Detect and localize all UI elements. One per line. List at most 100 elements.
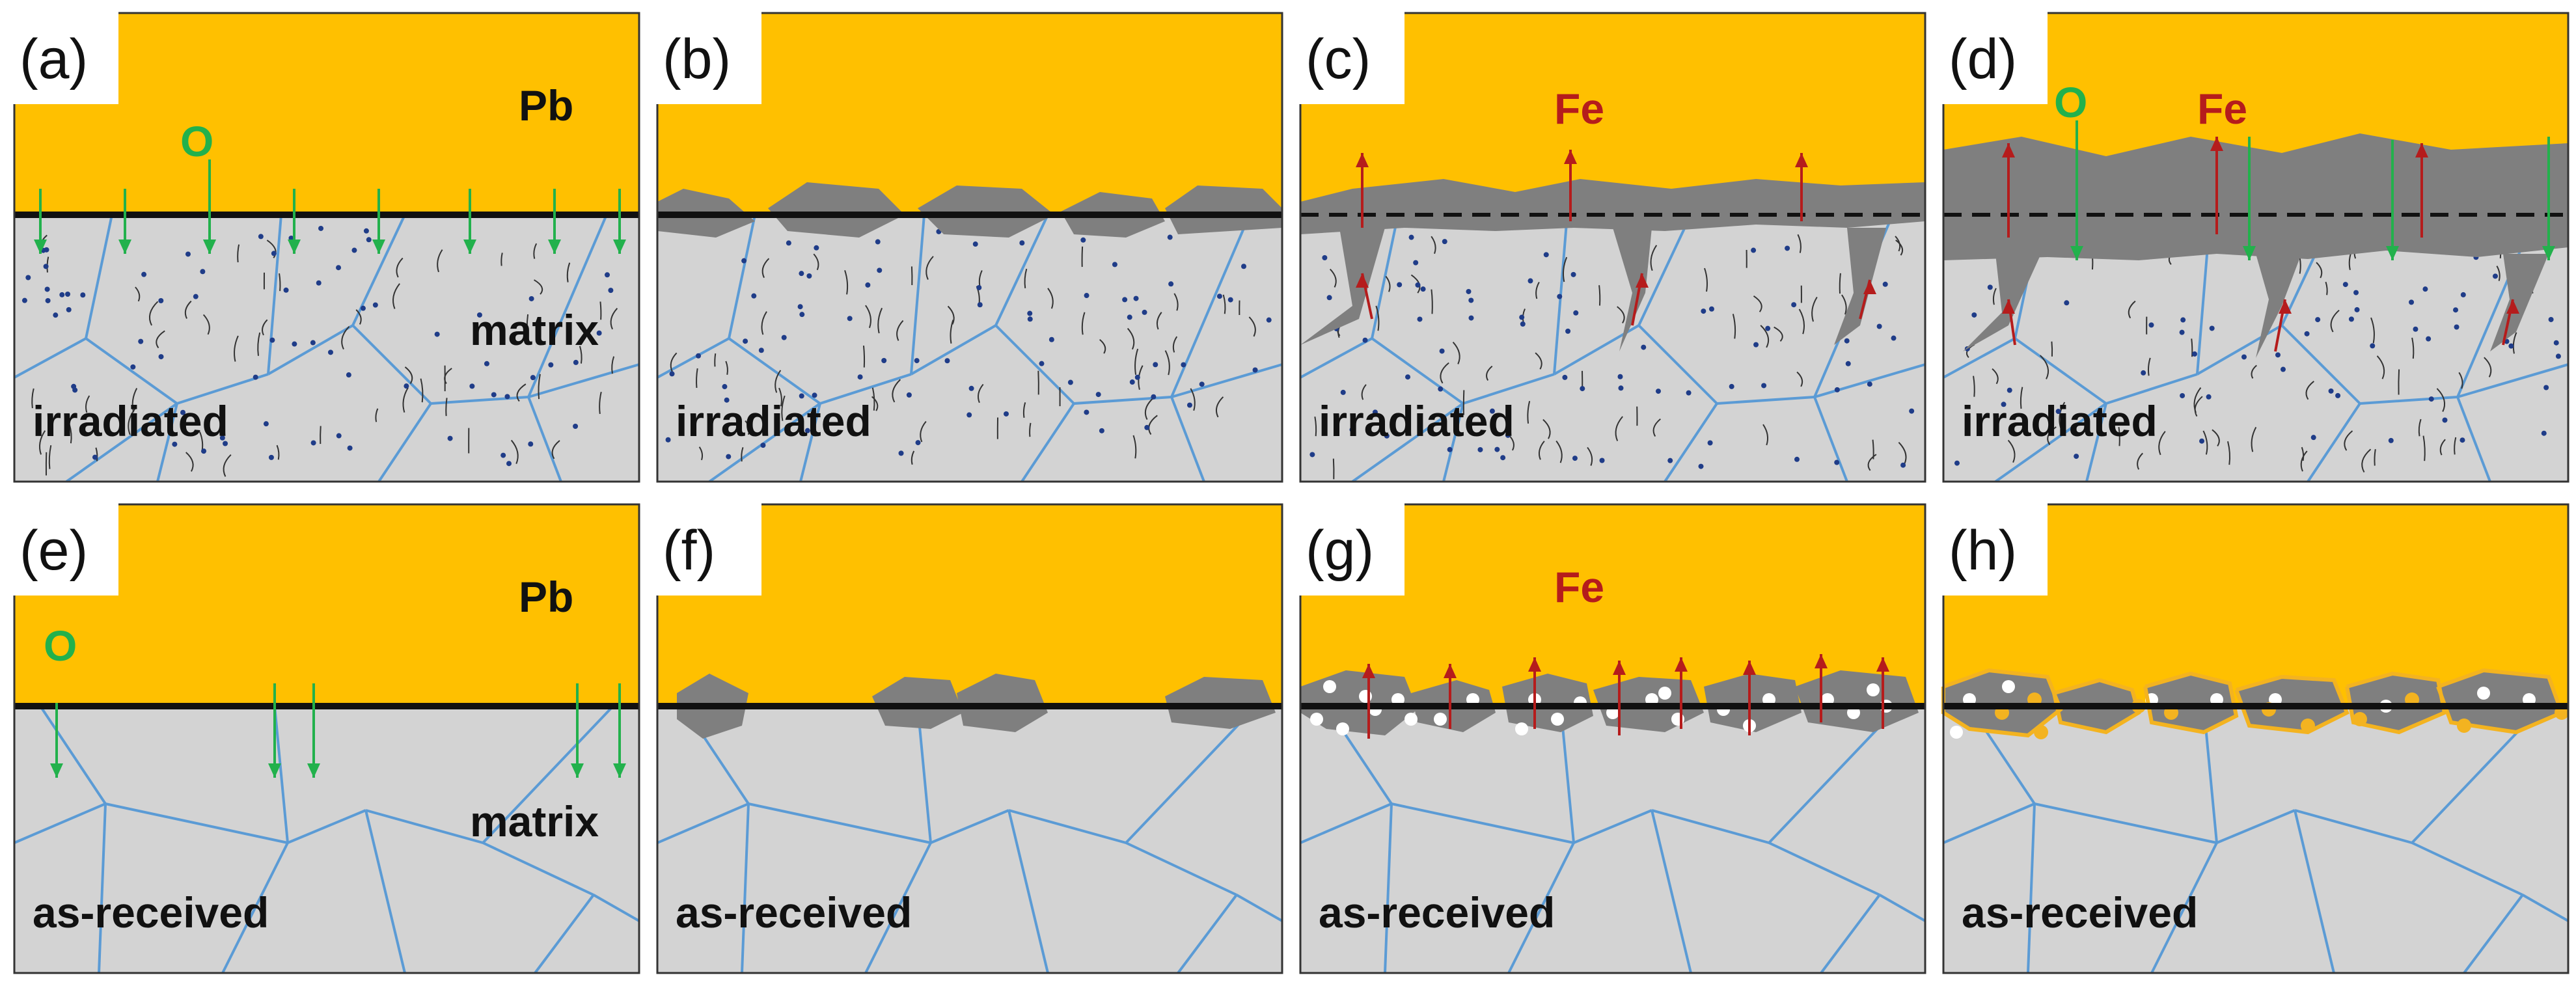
defect-dot <box>1618 385 1624 391</box>
defect-dot <box>1142 309 1147 315</box>
grain-boundary <box>864 842 932 974</box>
label-cutout-mask <box>656 503 761 596</box>
defect-dot <box>760 443 766 448</box>
defect-dot <box>2453 307 2459 313</box>
dislocation-line <box>2212 429 2220 447</box>
defect-dot <box>2460 437 2465 443</box>
defect-dot <box>2335 392 2341 398</box>
defect-dot <box>530 375 536 381</box>
defect-dot <box>1362 337 1368 343</box>
grain-boundaries <box>1300 705 1926 974</box>
defect-dot <box>1599 458 1605 463</box>
defect-dot <box>665 437 671 443</box>
dislocation-line <box>978 383 984 404</box>
lead-label: Pb <box>519 573 573 621</box>
lead-label: Pb <box>519 81 573 130</box>
grain-boundary <box>1507 842 1575 974</box>
oxygen-arrow-head <box>203 240 216 254</box>
defect-dot <box>2413 326 2418 332</box>
defect-dot <box>2553 340 2559 346</box>
oxide-grain <box>1795 670 1919 732</box>
defect-dot <box>1791 302 1797 308</box>
dislocation-line <box>1839 273 1841 294</box>
defect-dot <box>1144 424 1150 430</box>
defect-dot <box>758 348 764 353</box>
defect-dot <box>857 374 863 380</box>
dislocation-line <box>68 424 72 444</box>
defect-dot <box>781 335 787 340</box>
defect-dot <box>1408 234 1414 240</box>
defect-dot <box>1227 297 1233 303</box>
defect-dot <box>219 435 225 441</box>
grain-boundaries <box>657 705 1283 974</box>
panel-letter: (g) <box>1306 519 1374 582</box>
defect-dot <box>288 235 294 241</box>
iron-arrow <box>1815 654 1828 722</box>
grain-boundary <box>2307 402 2361 483</box>
iron-label: Fe <box>1554 85 1604 133</box>
defect-dot <box>1167 234 1173 240</box>
label-cutout-mask <box>13 503 118 596</box>
matrix-label: matrix <box>470 306 599 354</box>
grain-boundary <box>799 403 821 482</box>
defect-dot <box>1168 281 1174 287</box>
defect-dot <box>318 225 324 231</box>
dislocation-line <box>761 311 767 335</box>
defect-dot <box>201 448 207 454</box>
defect-dot <box>1252 367 1258 373</box>
iron-arrow <box>1631 273 1649 326</box>
grain-boundary <box>1125 705 1257 844</box>
iron-arrow-head <box>2279 299 2292 314</box>
defect-dot <box>1340 389 1346 395</box>
dislocation-line <box>526 314 529 336</box>
panel-b: irradiated(b) <box>656 12 1283 483</box>
void <box>1310 713 1323 726</box>
defect-dots <box>21 225 614 467</box>
defect-dot <box>669 371 675 377</box>
oxygen-arrow <box>571 683 584 778</box>
dislocation-line <box>1898 441 1907 465</box>
defect-dot <box>804 428 810 433</box>
dislocation-line <box>279 273 281 292</box>
iron-arrow-head <box>1636 273 1649 288</box>
dislocation-line <box>1190 388 1196 411</box>
defect-dot <box>2460 292 2466 297</box>
defect-dot <box>130 364 136 370</box>
defect-dot <box>141 271 147 277</box>
label-cutout-mask <box>1942 12 2048 104</box>
dislocation-line <box>1099 338 1106 354</box>
dislocation-line <box>1164 350 1170 376</box>
oxide-grain <box>2438 670 2562 732</box>
iron-arrow-head <box>1876 657 1889 672</box>
grain-boundary <box>156 403 178 482</box>
grain-boundary <box>287 809 366 844</box>
grain-boundary <box>267 214 282 375</box>
dislocation-line <box>2454 437 2457 455</box>
iron-arrow-head <box>2210 137 2223 151</box>
dislocation-line <box>234 335 239 362</box>
oxygen-label: O <box>44 622 77 670</box>
oxide-scale <box>1943 133 2568 260</box>
iron-arrow <box>1795 153 1808 221</box>
defect-dot <box>2315 317 2321 323</box>
dislocation-line <box>1762 424 1769 446</box>
defect-dot <box>1413 260 1419 266</box>
dislocation-line <box>774 370 782 393</box>
defect-dot <box>258 234 264 240</box>
label-cutout-mask <box>656 12 761 104</box>
defect-dot <box>1489 408 1495 414</box>
grain-boundary <box>377 402 432 483</box>
dislocation-line <box>1617 306 1625 323</box>
dislocation-line <box>500 253 503 266</box>
iron-arrow-head <box>2415 143 2428 157</box>
defect-dot <box>2508 343 2514 349</box>
defect-dot <box>138 338 144 344</box>
dislocation-line <box>1598 285 1601 306</box>
grain-boundary <box>657 802 749 844</box>
iron-arrow-head <box>1743 661 1756 675</box>
defect-dot <box>528 441 534 447</box>
dislocation-line <box>781 395 786 421</box>
defect-dot <box>1505 432 1511 438</box>
dislocation-line <box>920 420 927 443</box>
iron-arrow-head <box>2506 299 2519 314</box>
